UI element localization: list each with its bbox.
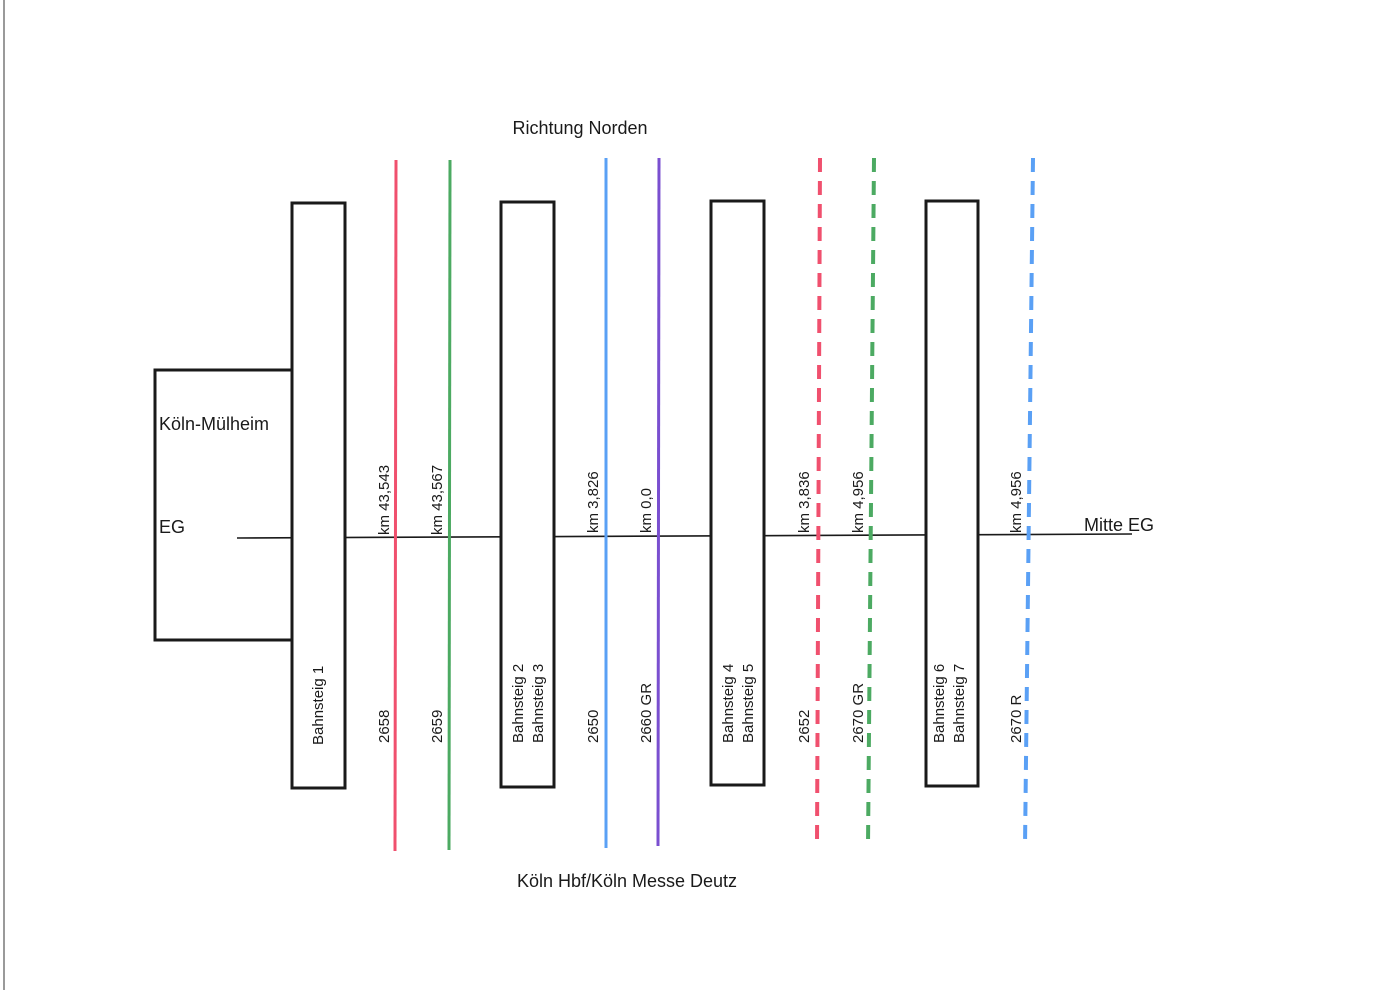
platform-1: Bahnsteig 1 xyxy=(290,201,347,790)
track-line xyxy=(1023,157,1035,847)
center-axis-line xyxy=(236,533,1133,539)
track-km-label: km 3,826 xyxy=(585,471,602,533)
track-line xyxy=(447,159,452,851)
platform-label: Bahnsteig 5 xyxy=(740,664,757,743)
center-axis-label: Mitte EG xyxy=(1084,515,1154,535)
track-2650: km 3,826 2650 xyxy=(585,158,608,848)
building-label: EG xyxy=(159,517,185,537)
track-line xyxy=(866,157,876,847)
platform-6-7: Bahnsteig 6 Bahnsteig 7 xyxy=(924,199,980,788)
platform-label: Bahnsteig 4 xyxy=(720,664,737,743)
platform-label: Bahnsteig 6 xyxy=(931,664,948,743)
platform-label: Bahnsteig 2 xyxy=(510,664,527,743)
direction-south-label: Köln Hbf/Köln Messe Deutz xyxy=(517,871,737,891)
track-line-number: 2670 GR xyxy=(850,683,867,743)
track-line-number: 2658 xyxy=(376,710,393,743)
track-2670-r: km 4,956 2670 R xyxy=(1008,157,1035,847)
station-name: Köln-Mülheim xyxy=(159,414,269,434)
platform-box xyxy=(290,201,347,790)
platforms: Bahnsteig 1 Bahnsteig 2 Bahnsteig 3 Bahn… xyxy=(290,199,980,790)
track-line-number: 2659 xyxy=(429,710,446,743)
platform-label: Bahnsteig 1 xyxy=(310,666,327,745)
track-2660-gr: km 0,0 2660 GR xyxy=(638,157,661,847)
track-line-number: 2652 xyxy=(796,710,813,743)
track-line-number: 2670 R xyxy=(1008,694,1025,743)
track-km-label: km 43,543 xyxy=(376,465,393,535)
track-km-label: km 0,0 xyxy=(638,488,655,533)
track-km-label: km 4,956 xyxy=(850,471,867,533)
track-line xyxy=(815,157,822,847)
platform-4-5: Bahnsteig 4 Bahnsteig 5 xyxy=(709,199,766,787)
platform-box xyxy=(499,200,556,789)
track-2652: km 3,836 2652 xyxy=(796,157,822,847)
track-line xyxy=(656,157,661,847)
track-line xyxy=(393,159,398,852)
track-2658: km 43,543 2658 xyxy=(376,159,398,852)
track-km-label: km 3,836 xyxy=(796,471,813,533)
platform-2-3: Bahnsteig 2 Bahnsteig 3 xyxy=(499,200,556,789)
direction-north-label: Richtung Norden xyxy=(512,118,647,138)
platform-box xyxy=(709,199,766,787)
track-2659: km 43,567 2659 xyxy=(429,159,452,851)
track-2670-gr: km 4,956 2670 GR xyxy=(850,157,876,847)
track-km-label: km 4,956 xyxy=(1008,471,1025,533)
track-km-label: km 43,567 xyxy=(429,465,446,535)
track-line-number: 2650 xyxy=(585,710,602,743)
station-building xyxy=(153,368,294,642)
page-edge xyxy=(3,0,5,990)
platform-box xyxy=(924,199,980,788)
platform-label: Bahnsteig 3 xyxy=(530,664,547,743)
platform-label: Bahnsteig 7 xyxy=(951,664,968,743)
track-line-number: 2660 GR xyxy=(638,683,655,743)
